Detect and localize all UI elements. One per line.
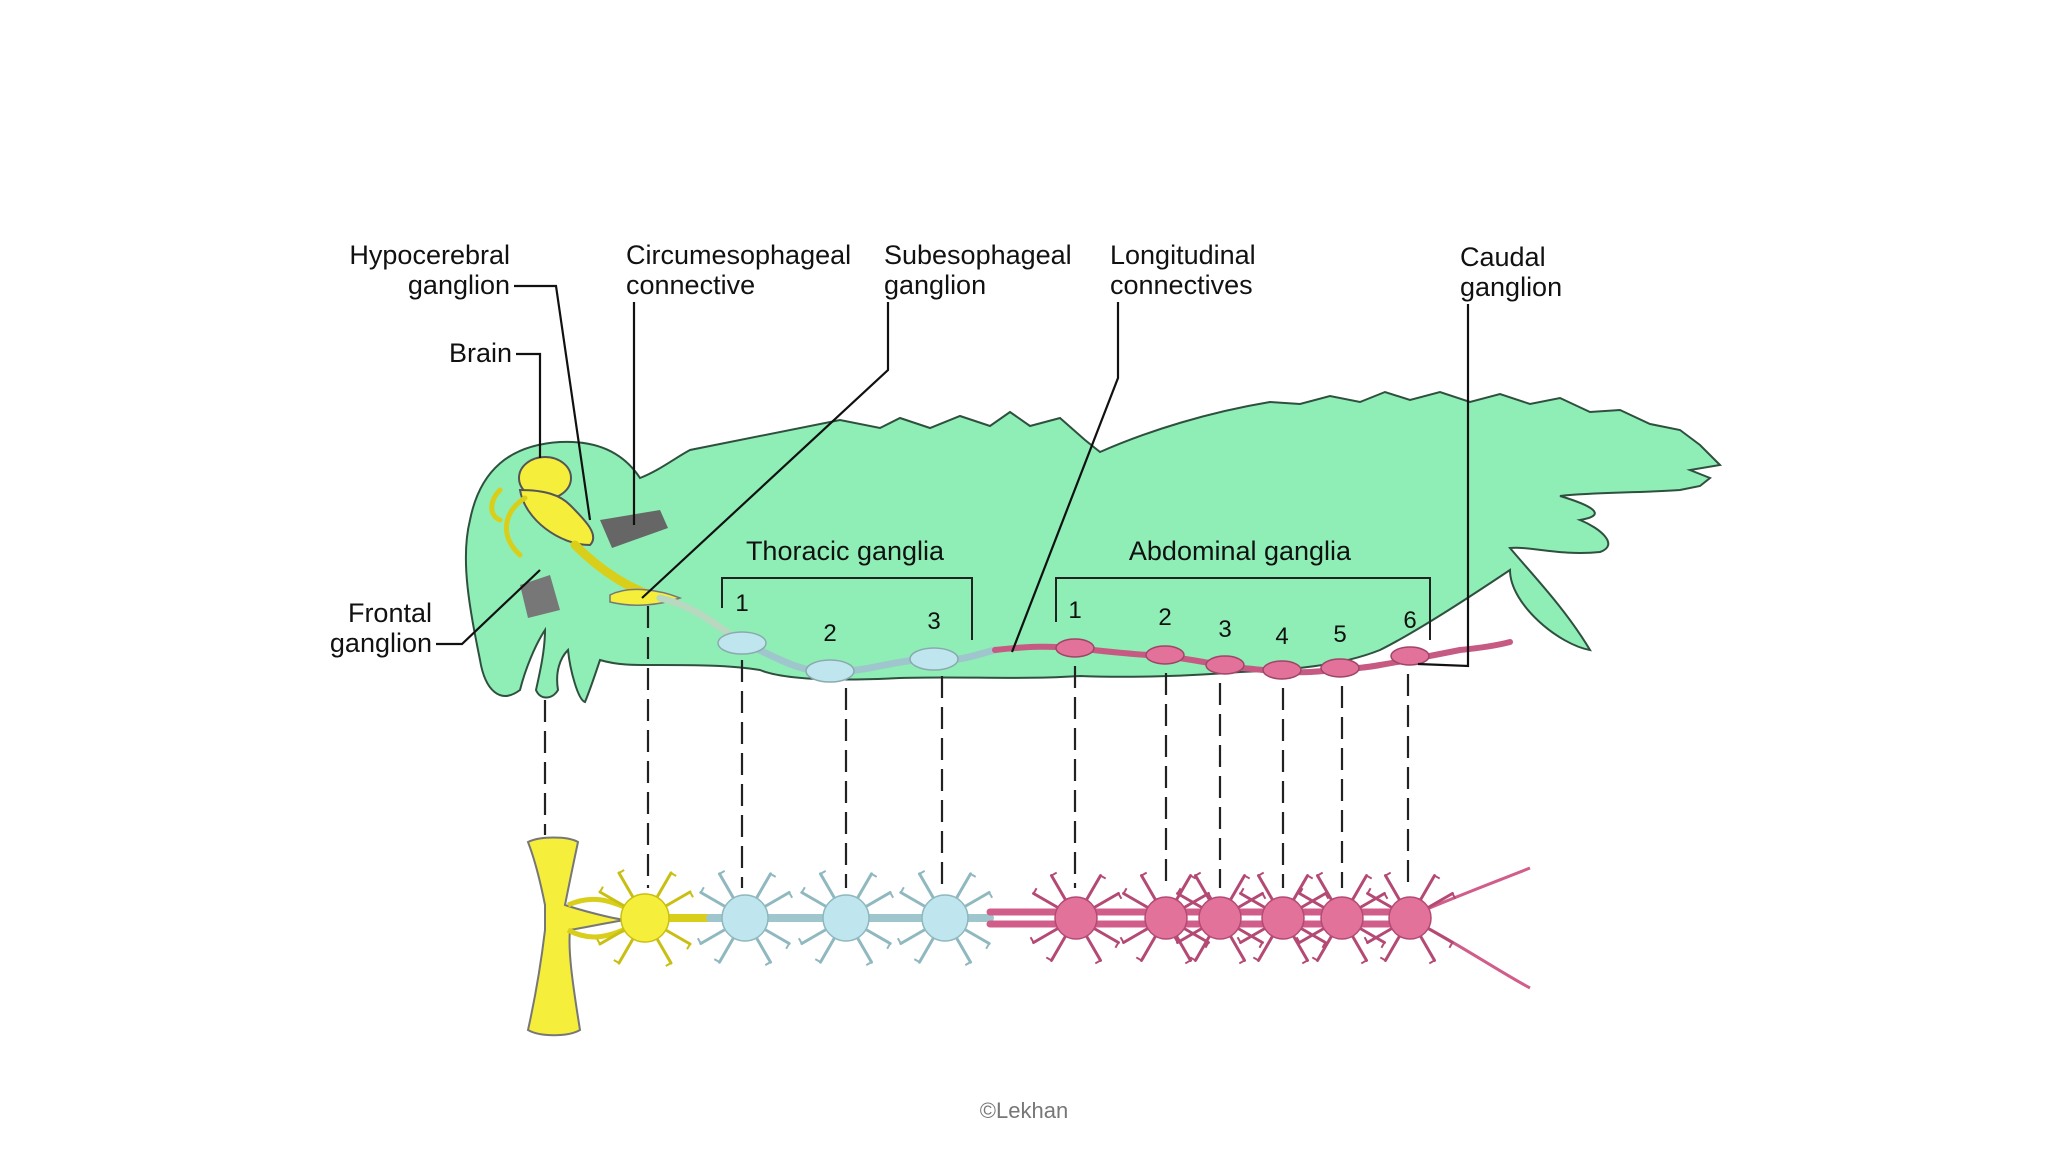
- thoracic-number-1: 1: [735, 590, 748, 617]
- thoracic-ganglia-label: Thoracic ganglia: [746, 536, 945, 566]
- upper-abdominal-ganglia: 1 2 3 4 5 6: [1055, 597, 1430, 680]
- schematic-abdominal-ganglion-1: [1029, 871, 1123, 965]
- hypocerebral-label-line2: ganglion: [408, 270, 510, 300]
- brain-label: Brain: [449, 338, 512, 368]
- copyright-text: ©Lekhan: [979, 1098, 1069, 1123]
- abdominal-number-4: 4: [1275, 623, 1288, 650]
- abdominal-ganglia-label: Abdominal ganglia: [1129, 536, 1352, 566]
- upper-thoracic-ganglia: 1 2 3: [717, 590, 959, 683]
- abdominal-number-2: 2: [1158, 604, 1171, 631]
- abdominal-number-6: 6: [1403, 607, 1416, 634]
- frontal-label-line2: ganglion: [330, 628, 432, 658]
- frontal-nerve: [489, 487, 528, 558]
- longitudinal-leader: [1010, 302, 1120, 653]
- caudal-leader: [1417, 304, 1470, 668]
- projection-lines: [543, 606, 1410, 888]
- abdominal-ganglion-5: [1320, 658, 1360, 678]
- schematic-abdominal-ganglion-2: [1119, 871, 1213, 965]
- thoracic-number-3: 3: [927, 608, 940, 635]
- hypocerebral-label-line1: Hypocerebral: [349, 240, 510, 270]
- schematic-ganglia: [596, 869, 1457, 967]
- frontal-leader: [436, 569, 541, 646]
- longitudinal-label-line1: Longitudinal: [1110, 240, 1256, 270]
- abdominal-ganglion-6: [1390, 646, 1430, 666]
- abdominal-ganglion-3: [1205, 655, 1245, 675]
- caudal-label-line1: Caudal: [1460, 242, 1546, 272]
- schematic-thoracic-ganglion-3: [896, 869, 994, 967]
- abdominal-ganglion-2: [1145, 645, 1185, 665]
- schematic-brain: [526, 836, 626, 1037]
- abdominal-number-1: 1: [1068, 597, 1081, 624]
- abdominal-bracket: [1055, 577, 1431, 640]
- thoracic-number-2: 2: [823, 620, 836, 647]
- subesophageal-label-line2: ganglion: [884, 270, 986, 300]
- schematic-abdominal-ganglion-4: [1236, 871, 1330, 965]
- schematic-thoracic-ganglion-2: [797, 869, 895, 967]
- frontal-region-shading: [520, 575, 560, 618]
- subesophageal-leader: [641, 302, 890, 599]
- abdominal-ganglion-1: [1055, 638, 1095, 658]
- frontal-label-line1: Frontal: [348, 598, 432, 628]
- schematic-abdominal-ganglion-3: [1173, 871, 1267, 965]
- longitudinal-label-line2: connectives: [1110, 270, 1253, 300]
- thoracic-ganglion-1: [717, 631, 767, 655]
- abdominal-ganglion-4: [1262, 660, 1302, 680]
- circumesophageal-label-line1: Circumesophageal: [626, 240, 851, 270]
- insect-body-outline: [464, 390, 1723, 704]
- schematic-thoracic-ganglion-1: [696, 869, 794, 967]
- schematic-caudal-nerves: [1419, 866, 1531, 990]
- caudal-label-line2: ganglion: [1460, 272, 1562, 302]
- abdominal-number-3: 3: [1218, 616, 1231, 643]
- nerve-cord-anterior: [656, 594, 739, 642]
- schematic-abdominal-ganglion-6: [1363, 871, 1457, 965]
- thoracic-ganglion-3: [909, 647, 959, 671]
- schematic-subesophageal-ganglion: [596, 869, 694, 967]
- thoracic-ganglion-2: [805, 659, 855, 683]
- nerve-cord-thoracic: [731, 634, 999, 676]
- brain-lobe: [518, 488, 595, 547]
- brain-leader: [516, 352, 542, 458]
- abdominal-number-5: 5: [1333, 621, 1346, 648]
- circumesophageal-connective-shading: [600, 510, 668, 548]
- thoracic-bracket: [721, 577, 973, 640]
- subesophageal-label-line1: Subesophageal: [884, 240, 1072, 270]
- circumesophageal-label-line2: connective: [626, 270, 755, 300]
- hypocerebral-leader: [514, 284, 592, 521]
